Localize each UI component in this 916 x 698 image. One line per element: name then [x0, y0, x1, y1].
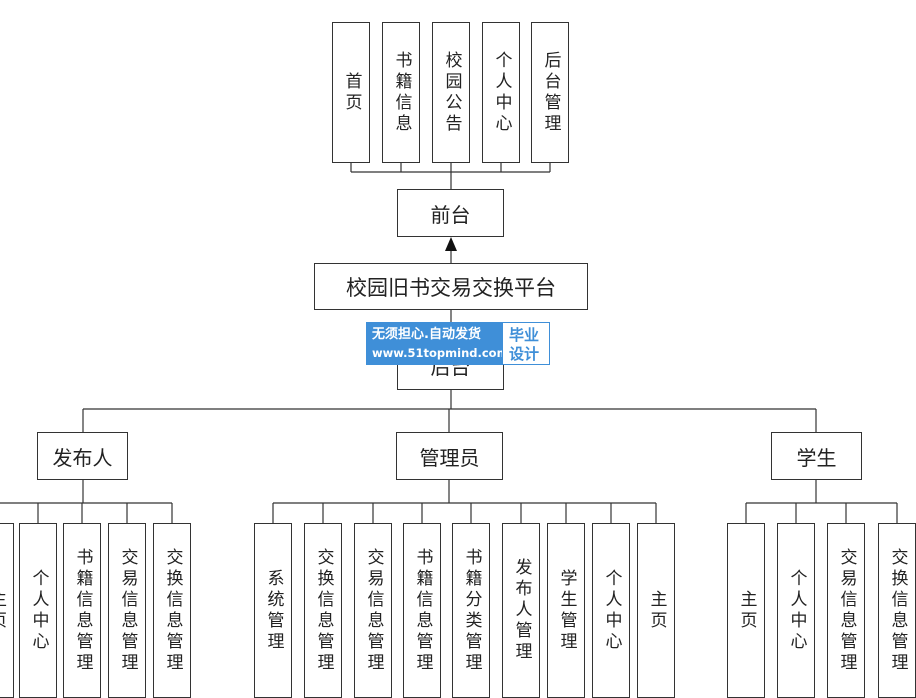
front-item-profile: 个人中心: [482, 22, 520, 163]
watermark-side: 毕业设计: [502, 322, 550, 365]
watermark-line2: www.51topmind.com: [372, 346, 509, 360]
student-item-home: 主页: [727, 523, 765, 698]
admin-item-exchange: 交换信息管理: [304, 523, 342, 698]
publisher-item-books: 书籍信息管理: [63, 523, 101, 698]
role-admin: 管理员: [396, 432, 503, 480]
publisher-item-exchange: 交换信息管理: [153, 523, 191, 698]
role-publisher: 发布人: [37, 432, 128, 480]
front-item-admin: 后台管理: [531, 22, 569, 163]
admin-item-categories: 书籍分类管理: [452, 523, 490, 698]
front-item-notices: 校园公告: [432, 22, 470, 163]
publisher-item-home: 主页: [0, 523, 14, 698]
admin-item-publishers: 发布人管理: [502, 523, 540, 698]
front-item-home: 首页: [332, 22, 370, 163]
student-item-trade: 交易信息管理: [827, 523, 865, 698]
watermark-line1: 无须担心.自动发货: [372, 327, 481, 342]
role-student: 学生: [771, 432, 862, 480]
student-item-profile: 个人中心: [777, 523, 815, 698]
admin-item-trade: 交易信息管理: [354, 523, 392, 698]
admin-item-profile: 个人中心: [592, 523, 630, 698]
admin-item-system: 系统管理: [254, 523, 292, 698]
admin-item-home: 主页: [637, 523, 675, 698]
admin-item-books: 书籍信息管理: [403, 523, 441, 698]
arrow-head-icon: [445, 237, 457, 251]
admin-item-students: 学生管理: [547, 523, 585, 698]
publisher-item-trade: 交易信息管理: [108, 523, 146, 698]
publisher-item-profile: 个人中心: [19, 523, 57, 698]
root-node: 校园旧书交易交换平台: [314, 263, 588, 310]
watermark-main: 无须担心.自动发货 www.51topmind.com: [366, 322, 509, 365]
student-item-exchange: 交换信息管理: [878, 523, 916, 698]
watermark-badge: 无须担心.自动发货 www.51topmind.com 毕业设计: [366, 322, 550, 365]
front-item-books: 书籍信息: [382, 22, 420, 163]
front-node: 前台: [397, 189, 504, 237]
